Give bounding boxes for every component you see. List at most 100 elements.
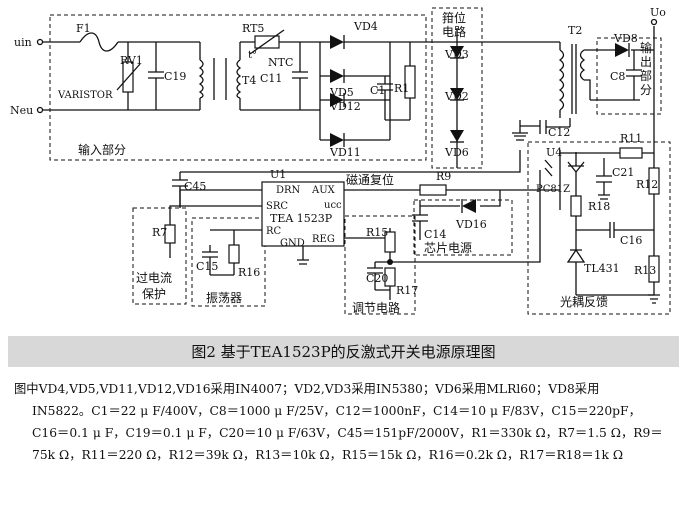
r16-symbol: [228, 244, 240, 264]
c11-symbol: [292, 42, 308, 110]
pin-drn: DRN: [276, 185, 301, 196]
vd6-diode: [450, 130, 464, 143]
vd16-label: VD16: [455, 218, 487, 231]
optocoupler-section-box: [527, 141, 671, 315]
section-regulation: 调节电路: [352, 300, 400, 315]
r16-label: R16: [238, 266, 260, 279]
t2-core: [571, 44, 577, 114]
c19-symbol: [148, 42, 164, 110]
pc817-light-arrows: [544, 159, 553, 177]
junction-dot: [387, 259, 393, 265]
r7-symbol: [164, 224, 176, 244]
section-clamp-1: 箝位: [442, 10, 466, 25]
t2-secondary-leads: [584, 49, 605, 100]
pin-gnd: GND: [280, 238, 305, 249]
ground-symbol-c21: [598, 194, 610, 200]
vd3-diode: [450, 46, 464, 59]
r12-label: R12: [636, 178, 658, 191]
section-flux-reset: 磁通复位: [346, 172, 394, 187]
rv1-slash: [116, 63, 141, 91]
vd4-diode: [330, 35, 352, 49]
neu-terminal: [36, 106, 44, 114]
vd2-label: VD2: [444, 90, 469, 103]
vd5-label: VD5: [329, 86, 354, 99]
pin-aux: AUX: [311, 185, 336, 196]
vd11-diode: [330, 133, 352, 147]
uin-terminal: [36, 38, 44, 46]
rt5-slash: [249, 29, 285, 55]
fuse-symbol: [79, 32, 119, 52]
c16-label: C16: [620, 234, 642, 247]
r9-label: R9: [436, 170, 451, 183]
input-wires: [43, 41, 200, 111]
figure-caption: 图2 基于TEA1523P的反激式开关电源原理图: [191, 343, 496, 361]
r18-symbol: [570, 195, 582, 217]
vd11-label: VD11: [329, 146, 361, 159]
u4-label: U4: [546, 146, 562, 159]
r12-symbol: [648, 167, 660, 195]
neu-label: Neu: [10, 104, 33, 117]
c45-label: C45: [184, 180, 206, 193]
c14-label: C14: [424, 228, 446, 241]
component-notes: 图中VD4,VD5,VD11,VD12,VD16采用IN4007；VD2,VD3…: [14, 378, 678, 466]
vd6-label: VD6: [444, 146, 469, 159]
rc-wires: [202, 229, 262, 276]
output-section-box: [596, 37, 662, 115]
c14-vd16-wires: [412, 190, 501, 240]
regulation-section-box: [344, 215, 416, 315]
r13-label: R13: [634, 264, 656, 277]
ic-u1-body: [261, 181, 345, 247]
c19-label: C19: [164, 70, 186, 83]
notes-line: C16＝0.1 μ F，C19＝0.1 μ F，C20＝10 μ F/63V，C…: [32, 426, 663, 440]
c11-label: C11: [260, 72, 282, 85]
notes-line: 图中VD4,VD5,VD11,VD12,VD16采用IN4007；VD2,VD3…: [14, 382, 600, 396]
c45-top-wire: [180, 150, 521, 173]
section-optocoupler: 光耦反馈: [560, 295, 608, 309]
bridge-wires: [319, 41, 391, 141]
c1-symbol: [377, 41, 432, 121]
t4-coils: [198, 59, 242, 99]
ucc-label: ucc: [324, 200, 342, 211]
t-deg-label: t°: [248, 50, 257, 61]
varistor-label: VARISTOR: [57, 90, 113, 101]
ic-gnd: [297, 246, 309, 265]
section-output-3: 部: [640, 68, 652, 83]
pin-reg: REG: [312, 234, 335, 245]
vd8-label: VD8: [613, 32, 638, 45]
vd4-label: VD4: [353, 20, 378, 33]
tl431-symbol: [566, 230, 654, 296]
uo-label: Uo: [650, 6, 666, 19]
oscillator-section-box: [191, 217, 266, 307]
r17-label: R17: [396, 284, 418, 297]
c15-label: C15: [196, 260, 218, 273]
section-clamp-2: 电路: [442, 24, 466, 39]
r9-symbol: [419, 184, 447, 196]
r11-label: R11: [620, 132, 642, 145]
t4-leads: [199, 42, 241, 110]
c21-label: C21: [612, 166, 634, 179]
c8-label: C8: [610, 70, 625, 83]
r11-symbol: [619, 147, 643, 159]
vd16-diode: [461, 199, 476, 213]
uin-label: uin: [14, 36, 32, 49]
c20-label: C20: [366, 272, 388, 285]
ic-name: TEA 1523P: [270, 212, 333, 225]
section-overcurrent-1: 过电流: [136, 271, 172, 285]
r18-label: R18: [588, 200, 610, 213]
pin-src: SRC: [266, 201, 288, 212]
f1-label: F1: [76, 22, 91, 35]
src-wire: [169, 205, 262, 258]
u1-label: U1: [270, 168, 286, 181]
uo-terminal: [650, 18, 658, 26]
pc817-led: [559, 150, 585, 210]
vd12-label: VD12: [329, 100, 361, 113]
c45-symbol: [172, 172, 188, 206]
section-output-4: 分: [640, 83, 652, 97]
r13-symbol: [648, 255, 660, 283]
t2-label: T2: [568, 24, 582, 37]
section-oscillator: 振荡器: [206, 291, 242, 305]
r7-label: R7: [152, 226, 167, 239]
c20-symbol: [367, 252, 420, 290]
input-section-box: [49, 14, 427, 161]
rv1-label: RV1: [120, 54, 143, 67]
